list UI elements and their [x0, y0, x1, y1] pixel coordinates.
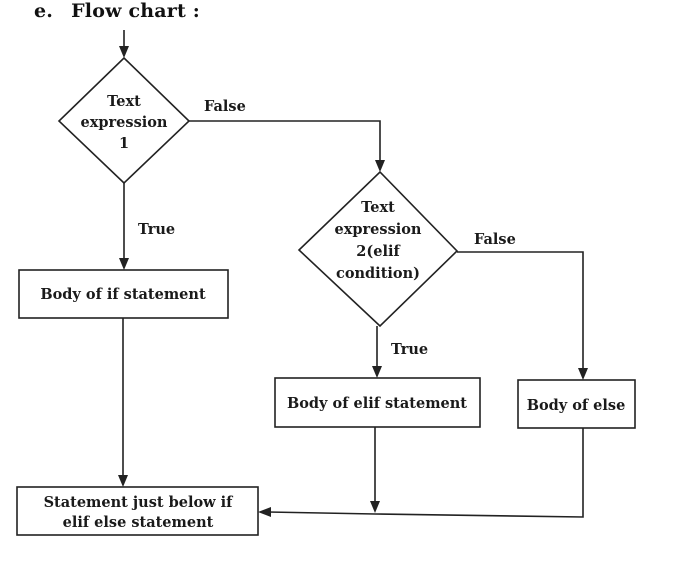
label-decision1-false: False	[204, 98, 246, 115]
edge-if-to-after	[118, 318, 128, 487]
flowchart-heading: e. Flow chart :	[34, 0, 200, 22]
elif-body-text: Body of elif statement	[287, 395, 467, 412]
decision2-line-4: condition)	[336, 265, 420, 282]
if-body-text: Body of if statement	[40, 286, 206, 303]
decision-text-expression-2: Text expression 2(elif condition)	[297, 170, 459, 328]
decision2-line-1: Text	[361, 199, 395, 216]
edge-else-to-after	[258, 428, 584, 518]
heading-title: Flow chart :	[71, 0, 200, 22]
process-body-of-if: Body of if statement	[18, 269, 229, 319]
process-statement-after: Statement just below if elif else statem…	[16, 486, 259, 536]
heading-number: e.	[34, 0, 54, 22]
decision2-line-2: expression	[335, 221, 422, 238]
decision1-line-1: Text	[107, 93, 141, 110]
edge-decision1-true: True	[119, 183, 175, 270]
edge-decision1-false: False	[189, 98, 385, 172]
after-line-1: Statement just below if	[44, 494, 235, 511]
decision2-line-3: 2(elif	[356, 243, 401, 260]
entry-arrow	[119, 30, 129, 58]
decision-text-expression-1: Text expression 1	[57, 56, 191, 185]
process-body-of-else: Body of else	[517, 379, 636, 429]
decision1-line-3: 1	[119, 135, 129, 152]
after-line-2: elif else statement	[63, 514, 214, 531]
decision1-line-2: expression	[81, 114, 168, 131]
edge-decision2-true: True	[372, 326, 428, 378]
label-decision1-true: True	[138, 221, 175, 238]
else-body-text: Body of else	[527, 397, 626, 414]
edge-elif-to-merge	[370, 427, 380, 513]
label-decision2-true: True	[391, 341, 428, 358]
edge-decision2-false: False	[457, 231, 588, 380]
process-body-of-elif: Body of elif statement	[274, 377, 481, 428]
label-decision2-false: False	[474, 231, 516, 248]
